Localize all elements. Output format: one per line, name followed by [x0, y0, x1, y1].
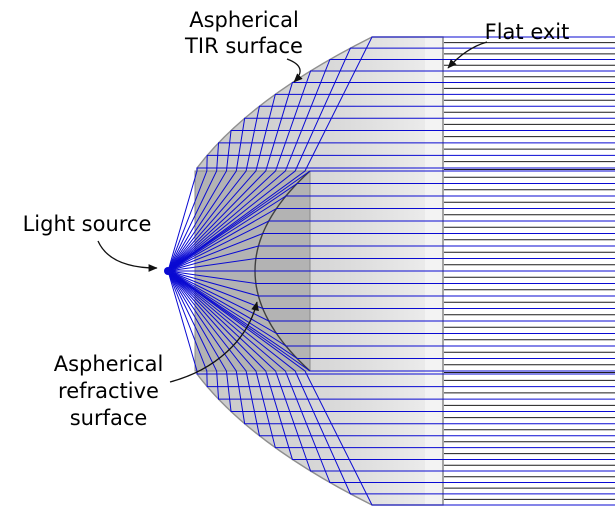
light-ray: [167, 270, 615, 284]
light-ray: [167, 270, 615, 472]
light-ray: [167, 270, 615, 297]
light-source-point: [164, 267, 172, 275]
label-line: TIR surface: [185, 34, 303, 58]
light-ray: [167, 270, 615, 388]
leader-light-source: [97, 240, 158, 272]
light-ray: [167, 270, 615, 437]
label-line: Flat exit: [484, 20, 570, 44]
leader-arrows: [97, 41, 488, 383]
light-ray: [167, 142, 615, 272]
light-ray: [167, 245, 615, 272]
light-ray: [167, 82, 615, 272]
light-ray: [167, 36, 615, 272]
light-ray: [167, 270, 615, 425]
light-ray: [167, 270, 615, 372]
light-ray: [167, 270, 615, 413]
light-ray: [167, 208, 615, 272]
light-ray: [167, 183, 615, 272]
label-line: Aspherical: [189, 8, 299, 32]
label-line: Light source: [22, 212, 152, 236]
light-ray: [167, 270, 615, 506]
light-ray: [167, 220, 615, 272]
label-line: surface: [69, 406, 148, 430]
label-line: Aspherical: [53, 352, 164, 376]
light-ray: [167, 270, 615, 460]
light-ray: [167, 270, 615, 347]
light-ray: [167, 117, 615, 272]
light-ray: [167, 270, 615, 322]
leader-tir-surface: [286, 58, 303, 83]
light-ray: [167, 270, 615, 309]
label-aspherical-tir-surface: Aspherical TIR surface: [153, 7, 335, 59]
exit-rays-black: [444, 42, 615, 500]
leader-refractive-surface: [169, 301, 259, 383]
ray-fan-blue: [164, 36, 615, 506]
light-ray: [167, 70, 615, 272]
light-ray: [167, 258, 615, 272]
light-ray: [167, 270, 615, 334]
light-ray: [167, 93, 615, 272]
light-ray: [167, 170, 615, 272]
light-ray: [167, 270, 615, 449]
light-ray: [167, 58, 615, 272]
light-ray: [167, 105, 615, 272]
light-ray: [167, 129, 615, 272]
light-ray: [167, 167, 615, 272]
light-ray: [167, 195, 615, 272]
light-ray: [167, 154, 615, 272]
light-ray: [167, 47, 615, 272]
light-ray: [167, 270, 615, 400]
light-ray: [167, 270, 615, 484]
light-ray: [167, 233, 615, 272]
leader-flat-exit: [447, 41, 488, 69]
label-aspherical-refractive-surface: Aspherical refractive surface: [26, 351, 191, 432]
label-flat-exit: Flat exit: [452, 19, 602, 45]
label-light-source: Light source: [6, 211, 168, 237]
light-ray: [167, 270, 615, 495]
light-ray: [167, 270, 615, 359]
label-line: refractive: [58, 379, 159, 403]
